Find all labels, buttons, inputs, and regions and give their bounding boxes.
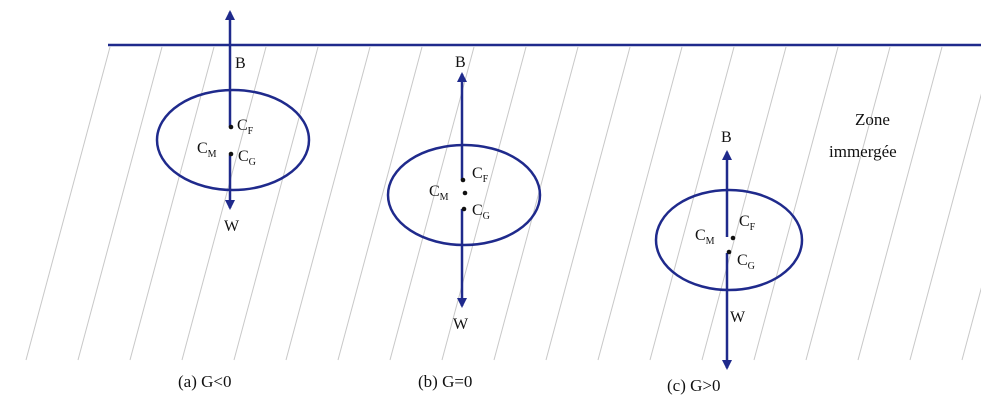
cm-main-c: C [695, 227, 706, 244]
hatch-line [805, 46, 891, 361]
hatch-line [701, 46, 787, 361]
hatch-line [857, 46, 943, 361]
hatch-line [285, 46, 371, 361]
cm-sub-b: M [440, 192, 449, 203]
hatch-line [493, 46, 579, 361]
hatch-line [129, 46, 215, 361]
cg-sub-c: G [748, 261, 755, 272]
cg-main-c: C [737, 252, 748, 269]
hatch-line [337, 46, 423, 361]
cf-point-b [460, 177, 466, 183]
cf-sub-c: F [750, 222, 756, 233]
buoyancy-label-a: B [235, 55, 246, 72]
weight-label-a: W [224, 218, 240, 235]
cg-label-c: CG [737, 252, 755, 272]
cm-sub-c: M [706, 236, 715, 247]
cm-point-b [462, 190, 468, 196]
hatch-line [753, 46, 839, 361]
cm-main-b: C [429, 183, 440, 200]
zone-label-line1: Zone [855, 110, 890, 129]
hatch-line [389, 46, 475, 361]
cf-main-c: C [739, 213, 750, 230]
cf-label-b: CF [472, 165, 489, 185]
cf-label-a: CF [237, 117, 254, 137]
hatch-line [649, 46, 735, 361]
hatch-line [233, 46, 319, 361]
cm-label-b: CM [429, 183, 449, 203]
cg-point-c [726, 249, 732, 255]
zone-label-line2: immergée [829, 142, 897, 161]
caption-b: (b) G=0 [418, 372, 472, 391]
submerged-zone-hatching [25, 46, 981, 361]
hatch-line [25, 46, 111, 361]
floating-body-c [654, 188, 804, 292]
cg-point-b [461, 206, 467, 212]
hatch-line [77, 46, 163, 361]
floating-body-a [155, 88, 311, 192]
cf-main-b: C [472, 165, 483, 182]
cf-point-a [228, 124, 234, 130]
cg-main-a: C [238, 148, 249, 165]
cm-label-a: CM [197, 140, 217, 160]
cg-sub-b: G [483, 211, 490, 222]
hatch-line [181, 46, 267, 361]
cg-point-a [228, 151, 234, 157]
cm-main-a: C [197, 140, 208, 157]
weight-label-b: W [453, 316, 469, 333]
cf-sub-a: F [248, 126, 254, 137]
hatch-line [441, 46, 527, 361]
cg-label-a: CG [238, 148, 256, 168]
floating-body-b [386, 143, 542, 247]
case-a: B W CF CM CG (a) G<0 [155, 10, 311, 391]
cm-label-c: CM [695, 227, 715, 247]
cg-main-b: C [472, 202, 483, 219]
caption-a: (a) G<0 [178, 372, 231, 391]
hatch-line [597, 46, 683, 361]
caption-c: (c) G>0 [667, 376, 720, 395]
hatch-line [909, 93, 981, 361]
buoyancy-label-c: B [721, 129, 732, 146]
cf-sub-b: F [483, 174, 489, 185]
weight-label-c: W [730, 309, 746, 326]
case-b: B W CF CM CG (b) G=0 [386, 54, 542, 391]
hatch-line [545, 46, 631, 361]
hatch-line [961, 287, 981, 361]
cm-point-c [730, 235, 736, 241]
cg-label-b: CG [472, 202, 490, 222]
buoyancy-label-b: B [455, 54, 466, 71]
cf-main-a: C [237, 117, 248, 134]
case-c: B W CF CM CG (c) G>0 [654, 129, 804, 395]
cg-sub-a: G [249, 157, 256, 168]
cm-sub-a: M [208, 149, 217, 160]
cf-label-c: CF [739, 213, 756, 233]
